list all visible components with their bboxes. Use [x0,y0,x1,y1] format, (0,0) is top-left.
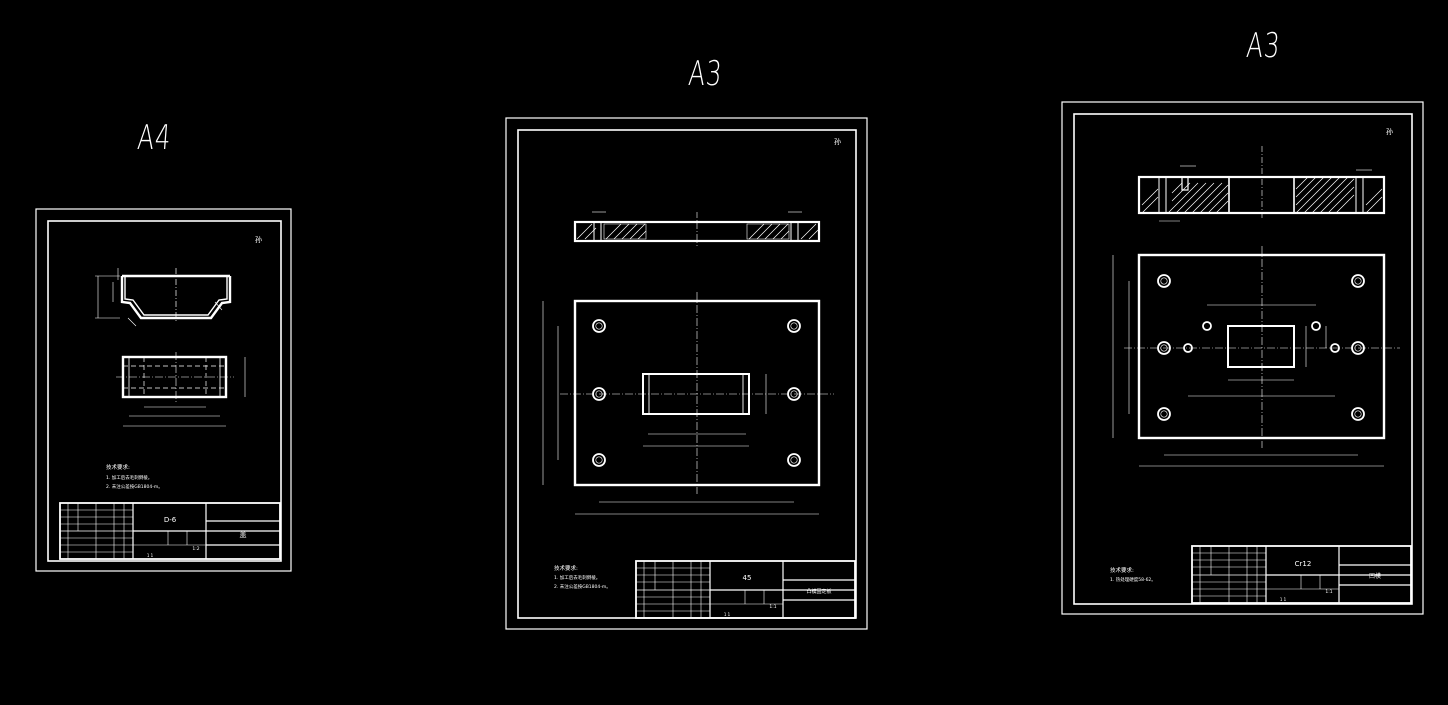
plan-view [116,352,246,427]
scale-value: 1:1 [769,604,776,610]
scale-value: 1:1 [1325,589,1332,595]
title-block-part: 盖 [240,530,247,539]
corner-mark: 孙 [1386,127,1393,136]
corner-mark: 孙 [255,235,262,244]
sheet-inner-border [1073,113,1413,605]
note-line-1: 1. 加工后去毛刺倒棱。 [554,574,600,581]
title-block [635,560,856,619]
title-block [1191,545,1412,604]
sheet-a4 [35,208,292,572]
title-block-name: 45 [743,574,752,582]
title-block-part: 凸模固定板 [806,588,831,595]
corner-mark: 孙 [834,137,841,146]
format-label-a3-die: A3 [1244,26,1282,66]
notes-heading: 技术要求: [106,463,130,471]
notes-heading: 技术要求: [554,564,578,572]
format-label-a3-plate: A3 [686,54,724,94]
section-view [1137,146,1386,222]
sheet-outer-border [1061,101,1424,615]
sheet-outer-border [505,117,868,630]
section-view [573,211,821,246]
sheet-counter: 1 1 [724,612,731,617]
sheet-a3-plate [505,117,868,630]
section-view [95,268,232,327]
note-line-2: 2. 未注公差按GB1804-m。 [106,483,163,490]
note-line-1: 1. 热处理硬度58-62。 [1110,576,1156,583]
scale-value: 1:2 [192,546,199,552]
note-line-2: 2. 未注公差按GB1804-m。 [554,583,611,590]
title-block-part: 凹模 [1369,572,1381,580]
sheet-counter: 1 1 [1280,597,1287,602]
sheet-outer-border [35,208,292,572]
sheet-a3-die [1061,101,1424,615]
sheet-inner-border [47,220,282,562]
note-line-1: 1. 加工后去毛刺倒棱。 [106,474,152,481]
format-label-a4: A4 [135,118,173,158]
title-block-name: Cr12 [1295,560,1312,568]
sheet-counter: 1 1 [147,553,154,558]
title-block-name: D-6 [164,516,177,524]
plan-view [1112,246,1400,467]
plan-view [542,292,834,515]
title-block [59,502,281,560]
notes-heading: 技术要求: [1110,566,1134,574]
